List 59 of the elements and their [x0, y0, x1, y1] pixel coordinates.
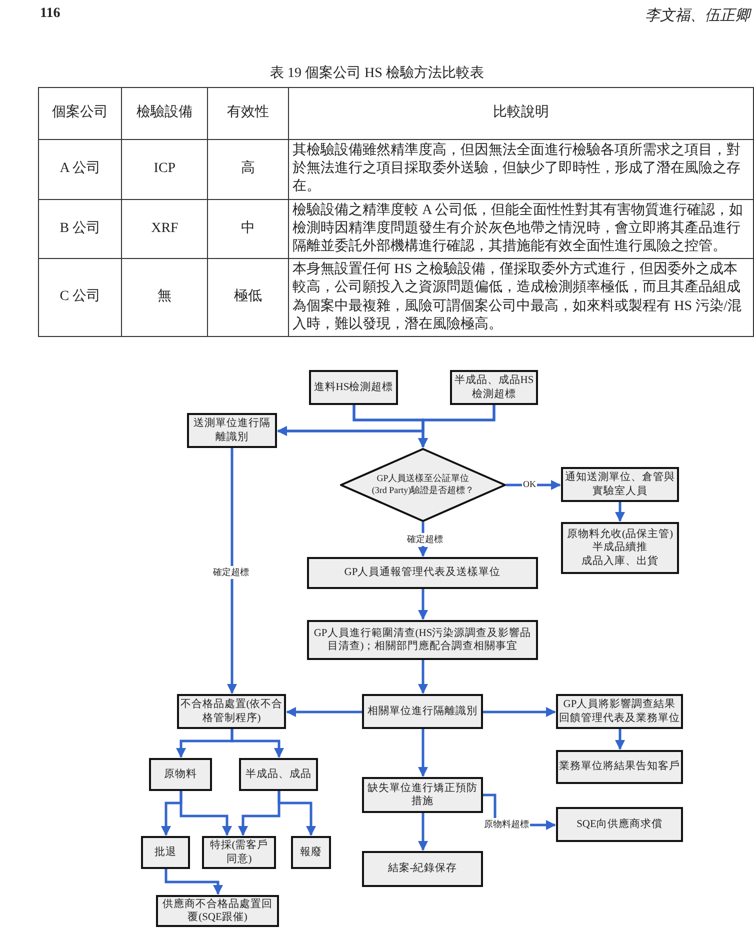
- process-box: 原物料: [149, 758, 212, 791]
- process-box: GP人員進行範圍清查(HS污染源調查及影響品目清查)；相關部門應配合調查相關事宜: [307, 620, 538, 660]
- arrow: [418, 589, 428, 620]
- arrow: [418, 660, 428, 694]
- process-box: 原物料允收(品保主管) 半成品續推 成品入庫、出貨: [561, 522, 679, 574]
- running-header: 李文福、伍正卿: [645, 6, 750, 25]
- table-cell: 其檢驗設備雖然精準度高，但因無法全面進行檢驗各項所需求之項目，對於無法進行之項目採取委外送驗，但缺少了即時性，形成了潛在風險之存在。: [288, 140, 754, 200]
- table-cell: 極低: [208, 258, 288, 336]
- table-cell: 中: [208, 199, 288, 259]
- table-header-cell: 比較說明: [288, 88, 754, 140]
- process-box: GP人員將影響調查結果回饋管理代表及業務單位: [556, 694, 683, 729]
- arrow: [615, 502, 625, 522]
- process-box: 相關單位進行隔離識別: [362, 694, 483, 729]
- table-header-cell: 個案公司: [38, 88, 122, 140]
- process-box: 缺失單位進行矯正預防措施: [362, 777, 483, 813]
- edge-label: 確定超標: [212, 566, 250, 579]
- process-box: 批退: [141, 836, 190, 869]
- table-cell: A 公司: [38, 140, 122, 200]
- arrow: [180, 791, 232, 836]
- process-box: 結案-紀錄保存: [362, 851, 483, 887]
- arrow: [506, 480, 561, 490]
- arrow: [418, 813, 428, 851]
- table-title: 表 19 個案公司 HS 檢驗方法比較表: [269, 64, 485, 82]
- process-box: 報廢: [291, 836, 331, 869]
- arrow: [615, 729, 625, 750]
- edge-label: OK: [522, 479, 537, 489]
- process-box: 送測單位進行隔離識別: [187, 413, 277, 448]
- table-cell: B 公司: [38, 199, 122, 259]
- decision-diamond: GP人員送樣至公証單位(3rd Party)驗證是否超標？: [340, 448, 506, 522]
- table-header-cell: 有效性: [208, 88, 288, 140]
- table-cell: ICP: [122, 140, 208, 200]
- arrow: [277, 405, 496, 436]
- arrow: [278, 791, 316, 836]
- page-number: 116: [40, 6, 60, 22]
- table-cell: 本身無設置任何 HS 之檢驗設備，僅採取委外方式進行，但因委外之成本較高，公司願投入之資源問題偏低，造成檢測頻率極低，而且其產品組成為個案中最複雜，風險可謂個案公司中最高，如來料或製程有 HS 污染/混入時，難以發現，潛在風險極高。: [288, 258, 754, 336]
- table-cell: XRF: [122, 199, 208, 259]
- edge-label: 原物料超標: [483, 818, 530, 831]
- process-box: 半成品、成品: [239, 758, 318, 791]
- process-box: 半成品、成品HS檢測超標: [450, 370, 538, 405]
- table-cell: 高: [208, 140, 288, 200]
- arrow: [286, 707, 362, 717]
- process-box: 不合格品處置(依不合格管制程序): [177, 694, 286, 729]
- process-box: SQE向供應商求償: [556, 807, 683, 842]
- process-box: 業務單位將結果告知客戶: [556, 750, 683, 784]
- table-cell: 檢驗設備之精準度較 A 公司低，但能全面性性對其有害物質進行確認，如檢測時因精準度問題發生有介於灰色地帶之情況時，會立即將其產品進行隔離並委託外部機構進行確認，其措施能有效全面性進行風險之控管。: [288, 199, 754, 259]
- edge-label: 確定超標: [406, 533, 444, 546]
- table-cell: 無: [122, 258, 208, 336]
- arrow: [418, 729, 428, 777]
- arrow: [164, 869, 223, 895]
- process-box: 供應商不合格品處置回覆(SQE跟催): [156, 895, 279, 927]
- table-cell: C 公司: [38, 258, 122, 336]
- process-box: 通知送測單位、倉管與實驗室人員: [561, 467, 679, 502]
- arrow: [230, 729, 284, 758]
- arrow: [227, 448, 237, 694]
- process-box: 特採(需客戶同意): [202, 836, 276, 869]
- arrow: [483, 707, 556, 717]
- process-box: 進料HS檢測超標: [309, 370, 398, 405]
- table-header-cell: 檢驗設備: [122, 88, 208, 140]
- process-box: GP人員通報管理代表及送樣單位: [307, 557, 538, 589]
